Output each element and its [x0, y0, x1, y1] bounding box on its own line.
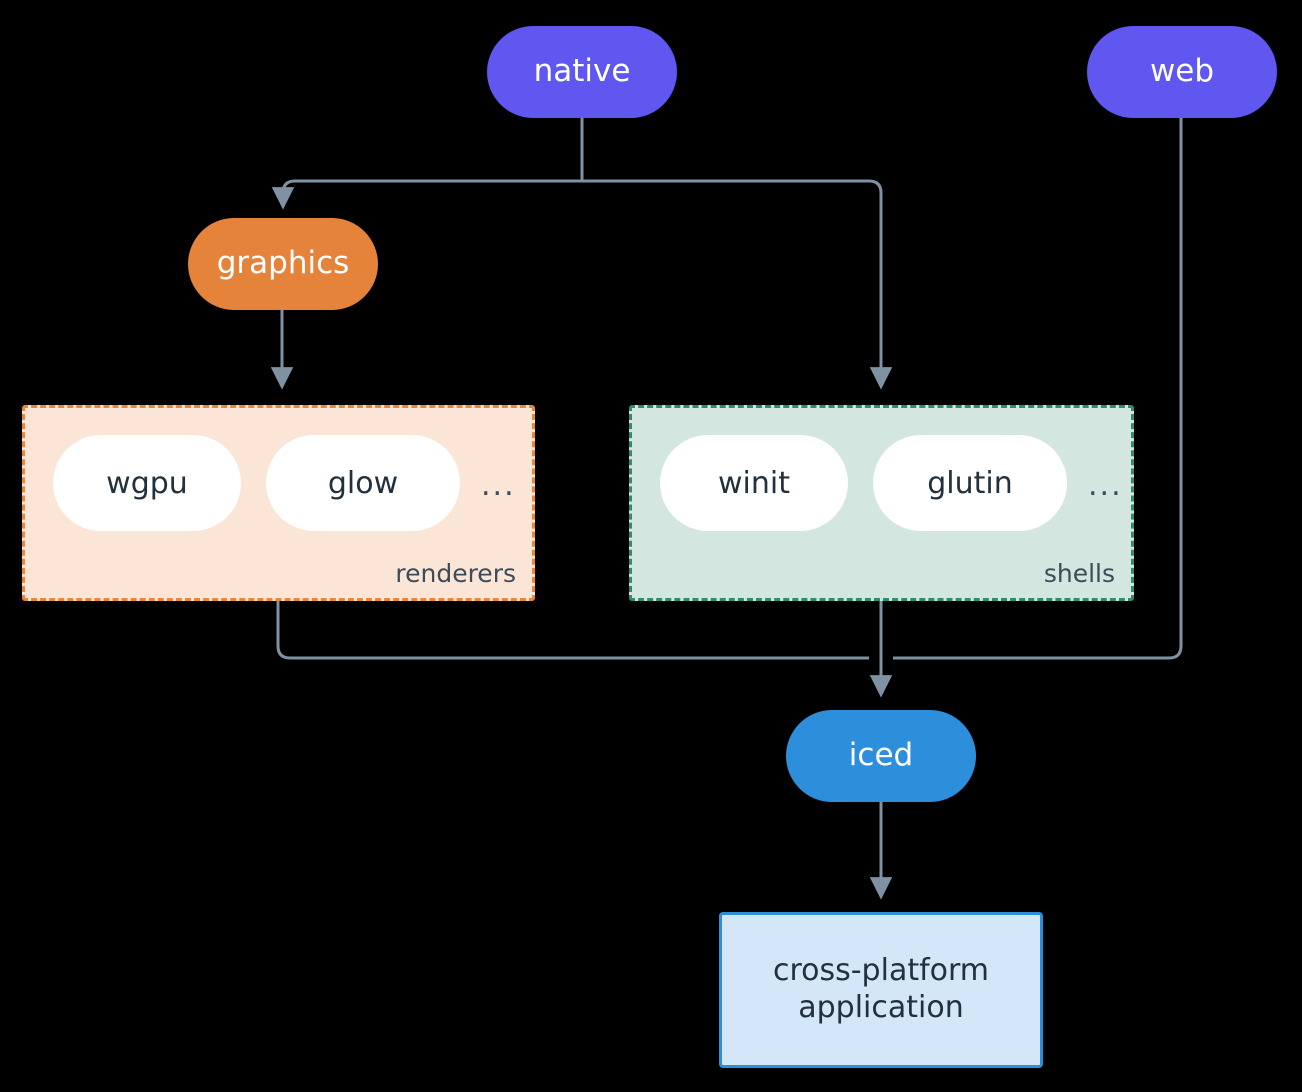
node-application-label-line1: cross-platform [772, 953, 990, 989]
group-renderers-item-glow[interactable]: glow [266, 435, 460, 531]
group-renderers-item-glow-label: glow [327, 465, 399, 501]
group-renderers-item-wgpu[interactable]: wgpu [53, 435, 241, 531]
node-graphics[interactable]: graphics [188, 218, 378, 310]
edge-renderers-to-bus [276, 601, 869, 660]
edge-native-to-shells [582, 179, 893, 390]
group-shells: winit glutin ... shells [629, 405, 1134, 601]
group-renderers-ellipsis: ... [481, 468, 516, 503]
node-web[interactable]: web [1087, 26, 1277, 118]
node-web-label: web [1149, 53, 1215, 90]
group-shells-item-winit[interactable]: winit [660, 435, 848, 531]
node-native-label: native [533, 53, 631, 90]
group-shells-item-glutin-label: glutin [927, 465, 1013, 501]
edge-native-to-graphics [271, 179, 582, 210]
group-shells-item-winit-label: winit [718, 465, 790, 501]
node-cross-platform-application[interactable]: cross-platform application [719, 912, 1043, 1068]
node-graphics-label: graphics [216, 245, 350, 282]
node-application-label-line2: application [798, 990, 964, 1025]
node-iced[interactable]: iced [786, 710, 976, 802]
group-renderers: wgpu glow ... renderers [22, 405, 535, 601]
group-shells-label: shells [1043, 559, 1115, 588]
node-native[interactable]: native [487, 26, 677, 118]
node-iced-label: iced [848, 737, 914, 774]
group-shells-item-glutin[interactable]: glutin [873, 435, 1067, 531]
group-shells-ellipsis: ... [1088, 468, 1123, 503]
group-renderers-item-wgpu-label: wgpu [106, 465, 188, 501]
group-renderers-label: renderers [395, 559, 516, 588]
